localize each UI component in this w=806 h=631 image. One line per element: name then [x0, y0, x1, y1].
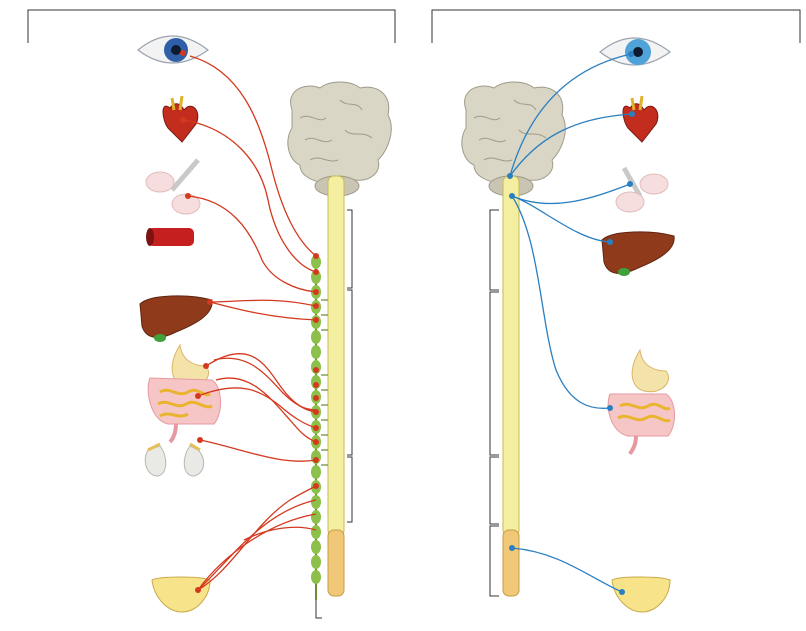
thoracic-bracket-right	[489, 291, 499, 456]
heart-icon	[622, 95, 659, 143]
cervical-bracket-right	[489, 209, 499, 291]
parasympathetic-nerves	[507, 53, 633, 593]
stomach-intestines-icon	[607, 348, 675, 455]
bladder-icon	[151, 576, 211, 613]
sympathetic-panel	[27, 9, 396, 619]
spinal-cord-right	[502, 175, 520, 597]
stomach-intestines-icon	[147, 343, 221, 444]
lumbar-bracket-right	[489, 456, 499, 525]
blood-vessel-icon	[146, 228, 194, 246]
heart-icon	[162, 95, 199, 143]
adrenal-kidney-icon	[144, 437, 205, 477]
sympathetic-nerves	[183, 55, 319, 591]
liver-icon	[601, 231, 675, 276]
liver-icon	[139, 295, 213, 342]
parasympathetic-panel	[431, 9, 801, 613]
cervical-bracket-left	[347, 209, 353, 289]
lungs-icon	[145, 158, 201, 215]
lumbar-bracket-left	[347, 456, 353, 523]
thoracic-bracket-left	[347, 289, 353, 456]
bladder-icon	[611, 576, 671, 613]
eye-icon	[599, 37, 672, 66]
lungs-icon	[615, 166, 669, 213]
right-title-bracket	[431, 9, 801, 43]
sacral-bracket-right	[489, 525, 499, 597]
spinal-cord-left	[327, 175, 345, 597]
left-title-bracket	[27, 9, 396, 43]
sympathetic-chain	[311, 255, 328, 619]
